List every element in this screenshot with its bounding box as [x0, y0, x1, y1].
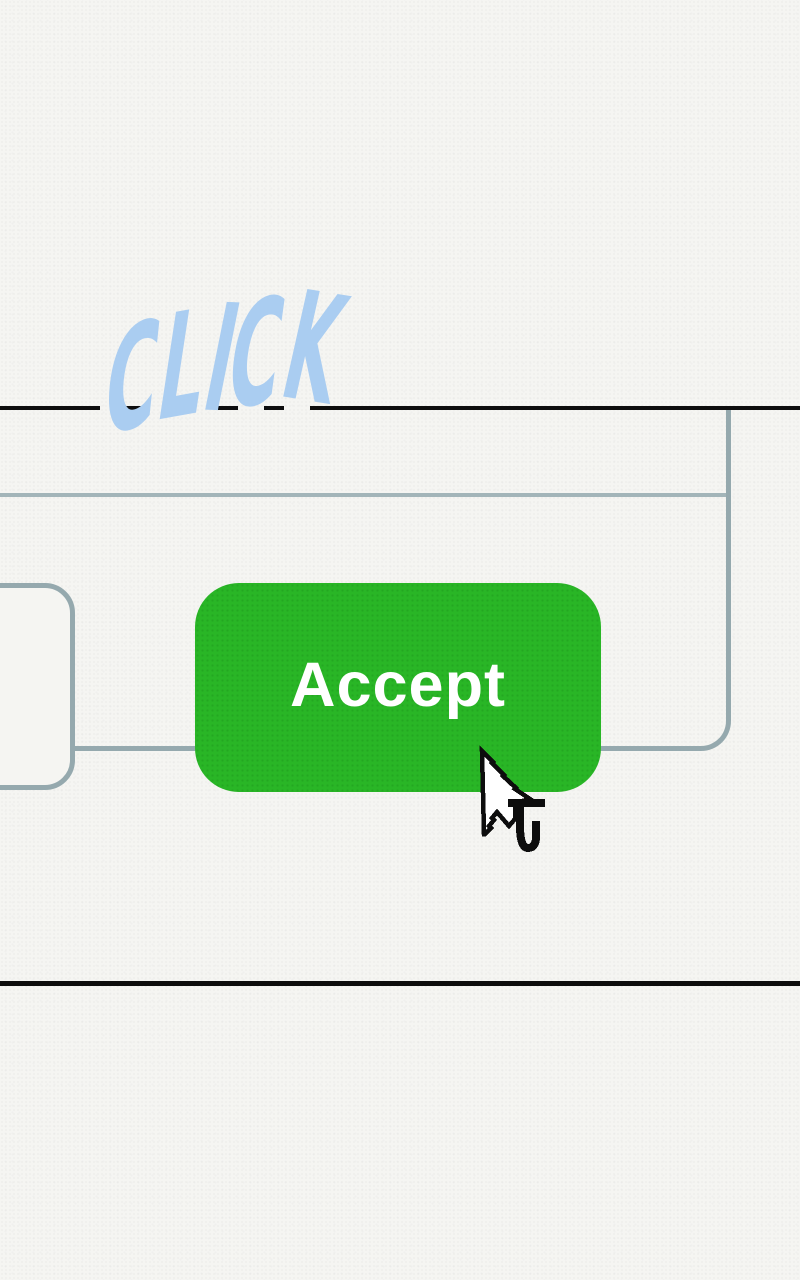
top-divider-line-left — [0, 406, 100, 410]
top-divider-line-dashed — [100, 406, 322, 410]
accept-button[interactable]: Accept — [195, 583, 601, 792]
top-divider-line-right — [322, 406, 800, 410]
accept-button-label: Accept — [289, 649, 507, 720]
left-partial-button[interactable] — [0, 583, 75, 790]
click-annotation: CLICK — [97, 260, 358, 474]
cursor-arrow-icon — [479, 745, 545, 853]
bottom-divider-line — [0, 981, 800, 986]
panel-inner-divider-line — [0, 493, 729, 497]
